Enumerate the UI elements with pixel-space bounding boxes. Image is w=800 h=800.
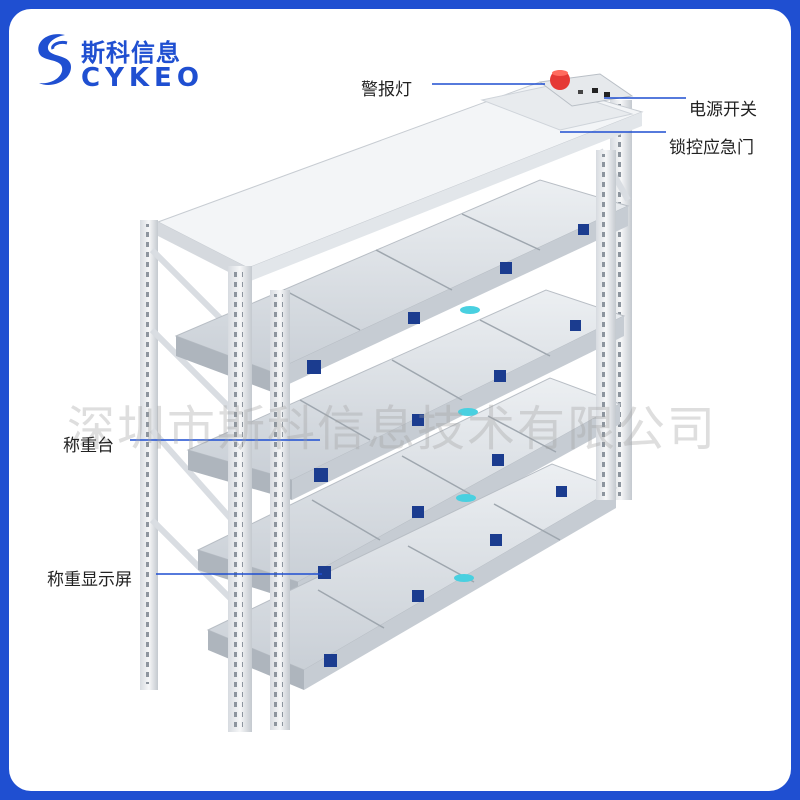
display-screen-icon [324,654,337,667]
display-screen-icon [494,370,506,382]
weighing-display-screens [307,224,589,667]
status-indicators [454,306,480,582]
swirl-logo-icon [38,34,71,86]
watermark-text: 深圳市斯科信息技术有限公司 [67,401,718,457]
display-screen-icon [318,566,331,579]
display-screen-icon [500,262,512,274]
brand-name-en: CYKEO [81,63,204,93]
display-screen-icon [556,486,567,497]
callout-weighing-display: 称重显示屏 [47,570,132,590]
callout-power-switch: 电源开关 [689,100,757,120]
power-switch-icon [592,88,598,93]
display-screen-icon [314,468,328,482]
product-frame: 斯科信息 CYKEO [9,9,791,791]
display-screen-icon [307,360,321,374]
display-screen-icon [578,224,589,235]
display-screen-icon [492,454,504,466]
callout-lines [130,83,686,575]
shelf-illustration [130,70,686,732]
brand-name-cn: 斯科信息 [81,39,181,67]
tray-dividers [283,213,561,629]
display-screen-icon [412,414,424,426]
display-screen-icon [412,506,424,518]
callout-weighing-platform: 称重台 [63,436,114,456]
rack-front-posts [228,150,616,732]
display-screen-icon [412,590,424,602]
display-screen-icon [408,312,420,324]
display-screen-icon [570,320,581,331]
callout-lock-emergency-door: 锁控应急门 [669,138,754,158]
brand-logo: 斯科信息 CYKEO [31,29,201,99]
shelf-tiers [174,179,630,690]
callout-alarm-light: 警报灯 [361,80,412,100]
display-screen-icon [490,534,502,546]
